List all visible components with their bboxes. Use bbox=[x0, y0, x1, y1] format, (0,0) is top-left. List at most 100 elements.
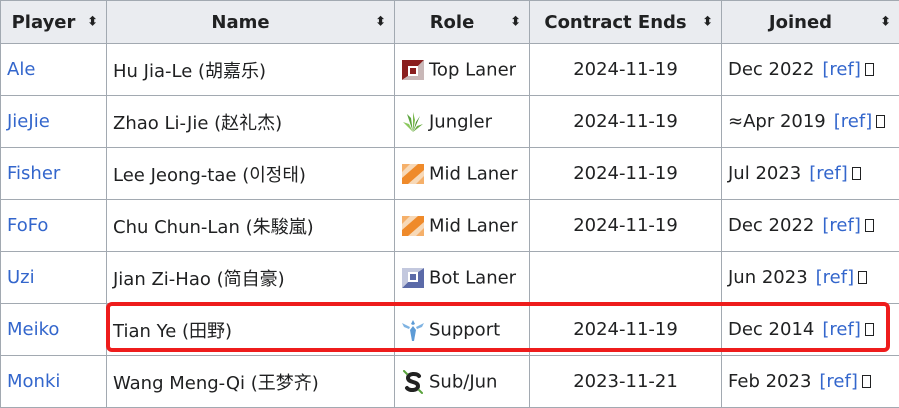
contract-cell: 2024-11-19 bbox=[530, 200, 722, 252]
top-laner-icon bbox=[401, 58, 425, 82]
sort-icon[interactable]: ⬍ bbox=[702, 16, 713, 29]
column-header-joined[interactable]: Joined ⬍ bbox=[722, 1, 899, 44]
player-link[interactable]: Ale bbox=[7, 59, 35, 80]
table-row: Monki Wang Meng-Qi (王梦齐) Sub/Jun 2023-11… bbox=[1, 356, 899, 408]
joined-date: Dec 2014 bbox=[728, 319, 814, 340]
joined-date: Dec 2022 bbox=[728, 59, 814, 80]
role-cell: Support bbox=[395, 304, 530, 356]
joined-cell: Dec 2014 [ref] bbox=[722, 304, 899, 356]
joined-cell: Dec 2022 [ref] bbox=[722, 44, 899, 96]
header-row: Player ⬍ Name ⬍ Role ⬍ Contract Ends ⬍ Joine… bbox=[1, 1, 899, 44]
missing-glyph-icon bbox=[876, 115, 885, 128]
column-header-role[interactable]: Role ⬍ bbox=[395, 1, 530, 44]
mid-laner-icon bbox=[401, 162, 425, 186]
player-cell: JieJie bbox=[1, 96, 107, 148]
contract-cell: 2023-11-21 bbox=[530, 356, 722, 408]
contract-cell bbox=[530, 252, 722, 304]
name-cell: Lee Jeong-tae (이정태) bbox=[107, 148, 395, 200]
joined-date: Feb 2023 bbox=[728, 371, 811, 392]
player-cell: Fisher bbox=[1, 148, 107, 200]
jungler-icon bbox=[401, 110, 425, 134]
player-cell: Monki bbox=[1, 356, 107, 408]
table-row: Meiko Tian Ye (田野) Support 2024-11-19 De… bbox=[1, 304, 899, 356]
column-header-label: Role bbox=[430, 12, 475, 33]
name-cell: Zhao Li-Jie (赵礼杰) bbox=[107, 96, 395, 148]
sort-icon[interactable]: ⬍ bbox=[510, 16, 521, 29]
missing-glyph-icon bbox=[858, 271, 867, 284]
contract-cell: 2024-11-19 bbox=[530, 44, 722, 96]
role-label: Jungler bbox=[429, 111, 492, 132]
name-cell: Tian Ye (田野) bbox=[107, 304, 395, 356]
role-label: Mid Laner bbox=[429, 163, 518, 184]
sort-icon[interactable]: ⬍ bbox=[375, 16, 386, 29]
missing-glyph-icon bbox=[862, 375, 871, 388]
role-label: Sub/Jun bbox=[429, 371, 497, 392]
ref-link[interactable]: [ref] bbox=[834, 111, 872, 132]
player-cell: Meiko bbox=[1, 304, 107, 356]
bot-laner-icon bbox=[401, 266, 425, 290]
table-row: JieJie Zhao Li-Jie (赵礼杰) Jungler 2024-11… bbox=[1, 96, 899, 148]
joined-cell: Jun 2023 [ref] bbox=[722, 252, 899, 304]
player-link[interactable]: Uzi bbox=[7, 267, 35, 288]
joined-cell: Dec 2022[ref] bbox=[722, 200, 899, 252]
role-label: Top Laner bbox=[429, 59, 516, 80]
ref-link[interactable]: [ref] bbox=[822, 319, 860, 340]
table-row: Ale Hu Jia-Le (胡嘉乐) Top Laner 2024-11-19… bbox=[1, 44, 899, 96]
joined-cell: Jul 2023 [ref] bbox=[722, 148, 899, 200]
joined-date: Jun 2023 bbox=[728, 267, 808, 288]
role-cell: Jungler bbox=[395, 96, 530, 148]
player-link[interactable]: Fisher bbox=[7, 163, 60, 184]
player-link[interactable]: Meiko bbox=[7, 319, 59, 340]
name-cell: Chu Chun-Lan (朱駿嵐) bbox=[107, 200, 395, 252]
player-link[interactable]: JieJie bbox=[7, 111, 50, 132]
role-cell: Bot Laner bbox=[395, 252, 530, 304]
player-link[interactable]: FoFo bbox=[7, 215, 48, 236]
support-icon bbox=[401, 318, 425, 342]
column-header-label: Contract Ends bbox=[544, 12, 686, 33]
column-header-label: Name bbox=[211, 12, 269, 33]
ref-link[interactable]: [ref] bbox=[809, 163, 847, 184]
role-cell: Sub/Jun bbox=[395, 356, 530, 408]
ref-link[interactable]: [ref] bbox=[822, 59, 860, 80]
role-cell: Mid Laner bbox=[395, 148, 530, 200]
mid-laner-icon bbox=[401, 214, 425, 238]
contract-cell: 2024-11-19 bbox=[530, 148, 722, 200]
table-row: FoFo Chu Chun-Lan (朱駿嵐) Mid Laner 2024-1… bbox=[1, 200, 899, 252]
contract-cell: 2024-11-19 bbox=[530, 96, 722, 148]
column-header-label: Player bbox=[12, 12, 76, 33]
player-cell: Ale bbox=[1, 44, 107, 96]
role-label: Support bbox=[429, 319, 500, 340]
joined-cell: Feb 2023 [ref] bbox=[722, 356, 899, 408]
missing-glyph-icon bbox=[865, 219, 874, 232]
ref-link[interactable]: [ref] bbox=[816, 267, 854, 288]
joined-cell: ≈Apr 2019[ref] bbox=[722, 96, 899, 148]
column-header-label: Joined bbox=[769, 12, 832, 33]
column-header-name[interactable]: Name ⬍ bbox=[107, 1, 395, 44]
missing-glyph-icon bbox=[865, 63, 874, 76]
missing-glyph-icon bbox=[865, 323, 874, 336]
column-header-player[interactable]: Player ⬍ bbox=[1, 1, 107, 44]
name-cell: Jian Zi-Hao (简自豪) bbox=[107, 252, 395, 304]
missing-glyph-icon bbox=[852, 167, 861, 180]
player-cell: Uzi bbox=[1, 252, 107, 304]
role-label: Mid Laner bbox=[429, 215, 518, 236]
joined-date: Jul 2023 bbox=[728, 163, 801, 184]
player-cell: FoFo bbox=[1, 200, 107, 252]
player-link[interactable]: Monki bbox=[7, 371, 60, 392]
contract-cell: 2024-11-19 bbox=[530, 304, 722, 356]
table-row: Uzi Jian Zi-Hao (简自豪) Bot Laner Jun 2023… bbox=[1, 252, 899, 304]
sub-jungler-icon bbox=[401, 370, 425, 394]
role-label: Bot Laner bbox=[429, 267, 516, 288]
role-cell: Top Laner bbox=[395, 44, 530, 96]
name-cell: Wang Meng-Qi (王梦齐) bbox=[107, 356, 395, 408]
name-cell: Hu Jia-Le (胡嘉乐) bbox=[107, 44, 395, 96]
sort-icon[interactable]: ⬍ bbox=[87, 16, 98, 29]
column-header-contract[interactable]: Contract Ends ⬍ bbox=[530, 1, 722, 44]
ref-link[interactable]: [ref] bbox=[822, 215, 860, 236]
table-row: Fisher Lee Jeong-tae (이정태) Mid Laner 202… bbox=[1, 148, 899, 200]
ref-link[interactable]: [ref] bbox=[819, 371, 857, 392]
role-cell: Mid Laner bbox=[395, 200, 530, 252]
sort-icon[interactable]: ⬍ bbox=[880, 16, 891, 29]
